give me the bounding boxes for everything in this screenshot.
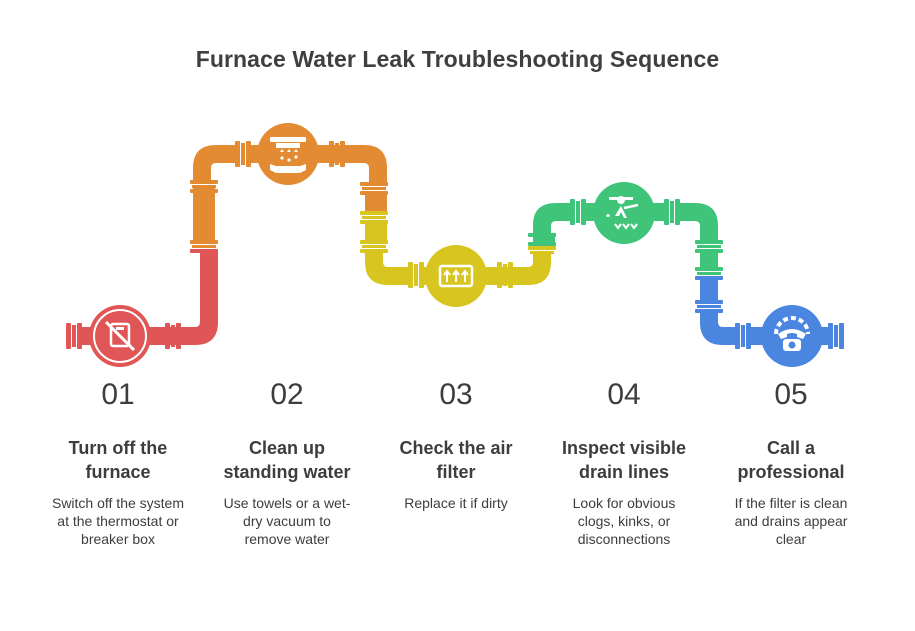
power-off-icon — [89, 305, 151, 367]
water-leak-icon — [257, 123, 319, 185]
step-heading: Check the air filter — [399, 438, 513, 482]
air-filter-icon — [425, 245, 487, 307]
step-number: 01 — [101, 378, 135, 411]
step-2: 02 Clean up standing water Use towels or… — [202, 378, 372, 548]
phone-service-icon — [761, 305, 823, 367]
step-description: Switch off the system at the thermostat … — [51, 495, 184, 547]
inspect-drain-icon — [593, 182, 655, 244]
step-3: 03 Check the air filter Replace it if di… — [371, 378, 541, 512]
step-heading: Call a professional — [737, 438, 845, 482]
pipe-segment-orange — [190, 141, 388, 253]
pipeline-diagram — [66, 123, 844, 367]
step-4: 04 Inspect visible drain lines Look for … — [539, 378, 709, 548]
step-heading: Clean up standing water — [223, 438, 351, 482]
step-description: Replace it if dirty — [404, 495, 508, 511]
step-description: Use towels or a wet-dry vacuum to remove… — [223, 495, 351, 547]
step-1: 01 Turn off the furnace Switch off the s… — [33, 378, 203, 548]
step-heading: Inspect visible drain lines — [561, 438, 687, 482]
step-number: 04 — [607, 378, 641, 411]
step-number: 05 — [774, 378, 808, 411]
step-number: 03 — [439, 378, 473, 411]
step-5: 05 Call a professional If the filter is … — [706, 378, 876, 548]
step-number: 02 — [270, 378, 304, 411]
step-description: If the filter is clean and drains appear… — [734, 495, 848, 547]
step-heading: Turn off the furnace — [68, 438, 168, 482]
step-description: Look for obvious clogs, kinks, or discon… — [572, 495, 676, 547]
page-title: Furnace Water Leak Troubleshooting Seque… — [195, 46, 720, 72]
